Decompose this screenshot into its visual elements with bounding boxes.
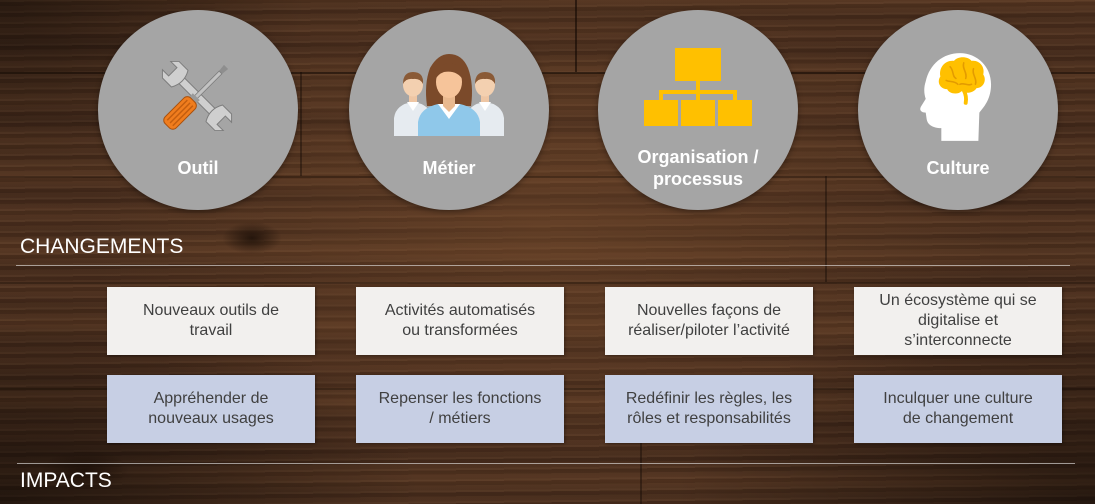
box-text-line: rôles et responsabilités [627, 410, 791, 427]
plank-seam [640, 388, 642, 504]
plank-seam [0, 72, 1095, 74]
box-text-line: travail [189, 322, 233, 339]
plank-seam [0, 282, 1095, 284]
box-text-line: Un écosystème qui se [879, 292, 1037, 309]
changement-box-ecosysteme: Un écosystème qui se digitalise et s’int… [854, 287, 1062, 355]
impact-box-culture: Inculquer une culture de changement [854, 375, 1062, 443]
plank-seam [575, 0, 577, 72]
impacts-divider [17, 463, 1075, 464]
plank-seam [0, 176, 1095, 178]
box-text-line: Inculquer une culture [883, 390, 1033, 407]
changement-box-outils: Nouveaux outils de travail [107, 287, 315, 355]
tools-icon [161, 60, 233, 132]
box-text-line: Redéfinir les règles, les [625, 390, 793, 407]
impacts-heading: IMPACTS [20, 469, 112, 492]
org-chart-icon [644, 48, 752, 126]
brain-head-icon [920, 53, 992, 141]
box-text-line: réaliser/piloter l’activité [628, 322, 790, 339]
box-text-line: ou transformées [402, 322, 518, 339]
circle-label-organisation: Organisation / processus [637, 147, 759, 189]
changement-box-activites: Activités automatisés ou transformées [356, 287, 564, 355]
box-text-line: Activités automatisés [384, 302, 536, 319]
box-text-line: / métiers [429, 410, 491, 427]
circle-culture: Culture [858, 10, 1058, 210]
changements-divider [16, 265, 1070, 266]
box-text-line: Repenser les fonctions [378, 390, 542, 407]
circle-organisation: Organisation / processus [598, 10, 798, 210]
box-text-line: Nouvelles façons de [636, 302, 782, 319]
circle-label-outil: Outil [177, 158, 219, 178]
changement-box-facons: Nouvelles façons de réaliser/piloter l’a… [605, 287, 813, 355]
box-text-line: s’interconnecte [904, 332, 1012, 349]
plank-seam [300, 72, 302, 176]
box-text-line: Nouveaux outils de [142, 302, 280, 319]
impact-box-usages: Appréhender de nouveaux usages [107, 375, 315, 443]
box-text-line: digitalise et [917, 312, 999, 329]
box-text-line: de changement [902, 410, 1014, 427]
impact-box-regles: Redéfinir les règles, les rôles et respo… [605, 375, 813, 443]
circle-label-metier: Métier [422, 158, 476, 178]
circle-label-culture: Culture [926, 158, 990, 178]
circle-outil: Outil [98, 10, 298, 210]
changements-heading: CHANGEMENTS [20, 235, 184, 258]
plank-seam [825, 176, 827, 282]
box-text-line: nouveaux usages [148, 410, 274, 427]
impact-box-fonctions: Repenser les fonctions / métiers [356, 375, 564, 443]
people-icon [394, 54, 504, 136]
box-text-line: Appréhender de [153, 390, 269, 407]
circle-metier: Métier [349, 10, 549, 210]
